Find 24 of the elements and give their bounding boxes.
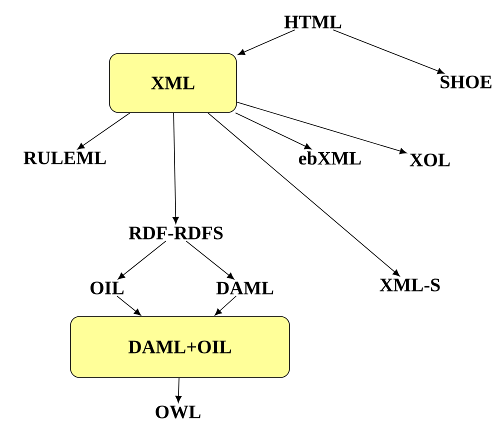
arrow <box>77 112 130 150</box>
node-label: XOL <box>410 154 450 166</box>
node-label: RULEML <box>24 152 106 164</box>
arrow <box>175 378 182 403</box>
node-label: XML-S <box>380 278 440 292</box>
node-label: ebXML <box>298 151 361 165</box>
node-label: SHOE <box>440 76 492 88</box>
rounded-box: XML <box>109 53 237 113</box>
arrow <box>238 30 296 56</box>
node-label: RDF-RDFS <box>128 226 223 240</box>
node-label: DAML <box>216 282 274 294</box>
arrow <box>332 30 444 74</box>
arrow <box>208 112 400 276</box>
rounded-box: DAML+OIL <box>70 316 290 378</box>
arrow <box>172 112 179 224</box>
node-label: OIL <box>90 282 124 294</box>
arrow <box>116 296 142 316</box>
arrow <box>235 112 312 150</box>
node-label: OWL <box>156 406 200 418</box>
node-label: HTML <box>284 16 342 28</box>
arrow <box>236 102 407 154</box>
arrow <box>118 240 166 280</box>
arrow <box>214 296 237 316</box>
arrow <box>186 240 234 280</box>
